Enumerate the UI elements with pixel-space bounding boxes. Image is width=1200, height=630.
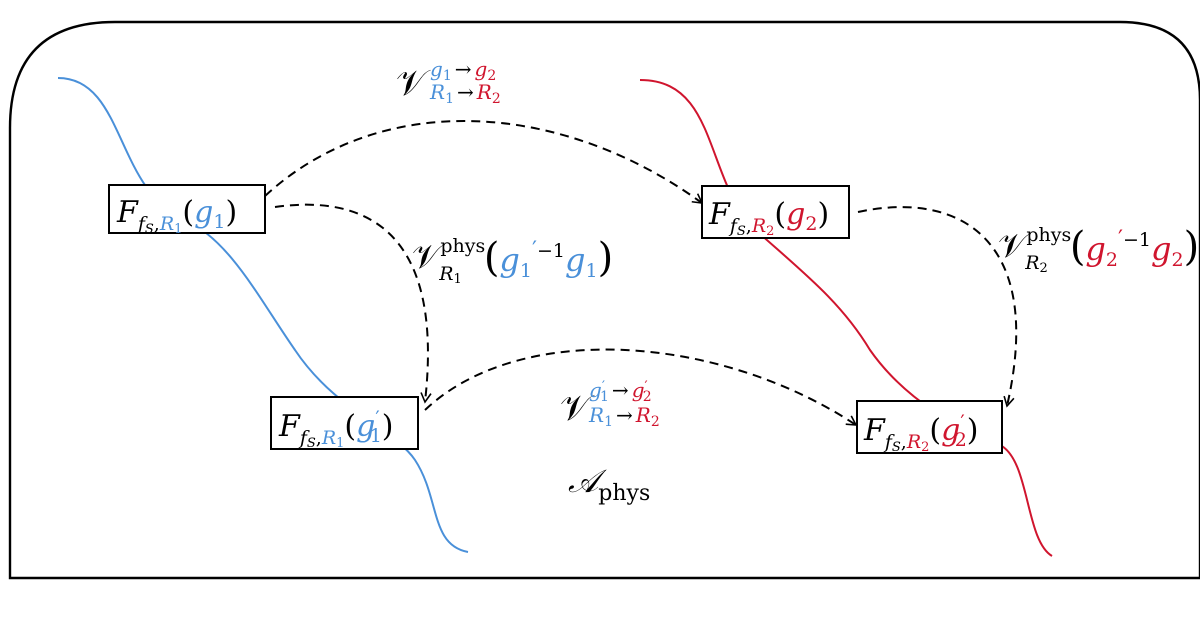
node-n3-label: FfS,R1(g′1) — [278, 407, 394, 451]
arrow-n3-to-n4 — [424, 348, 858, 426]
node-box-n4 — [856, 400, 1003, 454]
physical-region-outline — [8, 20, 1200, 580]
top-transition-label: 𝒱 g1→g2 R1→R2 — [396, 57, 501, 107]
svg-text:𝒱: 𝒱 — [560, 388, 595, 429]
node-n2-label: FfS,R2(g2) — [708, 197, 829, 239]
svg-text:g′1→g′2: g′1→g′2 — [589, 378, 652, 405]
node-n4-label: FfS,R2(g′2) — [863, 411, 979, 455]
svg-text:g1→g2: g1→g2 — [430, 57, 496, 84]
svg-text:𝒱: 𝒱 — [396, 63, 431, 104]
red-orbit-curve — [639, 79, 1053, 557]
node-n1-label: FfS,R1(g1) — [116, 195, 237, 237]
arrow-n1-to-n2 — [264, 119, 704, 204]
blue-orbit-curve — [57, 77, 469, 553]
region-label: 𝒜phys — [568, 462, 650, 506]
svg-text:R1→R2: R1→R2 — [588, 403, 660, 430]
node-box-n2 — [701, 185, 850, 239]
node-box-n1 — [108, 184, 266, 234]
node-box-n3 — [270, 396, 419, 450]
svg-text:R1→R2: R1→R2 — [429, 80, 501, 107]
bottom-transition-label: 𝒱 g′1→g′2 R1→R2 — [560, 378, 660, 430]
arrow-n1-to-n3 — [274, 203, 432, 404]
arrow-n2-to-n4 — [857, 206, 1018, 408]
